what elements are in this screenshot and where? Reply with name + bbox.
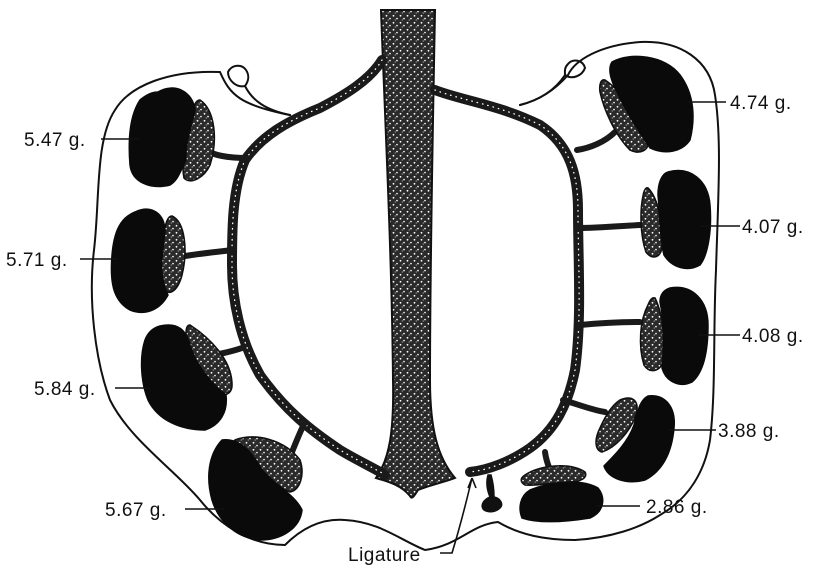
weight-label-left-1: 5.47 g.	[24, 130, 86, 151]
ligature-label: Ligature	[348, 545, 421, 565]
left-branch-2	[185, 250, 233, 256]
cervix-stalk	[376, 10, 455, 498]
left-conceptus-1	[129, 88, 214, 186]
right-uterine-vessel	[435, 90, 579, 472]
right-fetus-3	[660, 287, 708, 384]
ligature-knot	[482, 475, 501, 512]
weight-label-right-5: 2.86 g.	[646, 497, 708, 518]
right-conceptus-5	[520, 466, 603, 522]
left-conceptus-4	[209, 437, 302, 540]
right-conceptus-2	[641, 171, 710, 269]
right-conceptus-4	[596, 396, 674, 482]
right-fetus-2	[658, 171, 711, 269]
left-branch-4	[292, 422, 305, 452]
weight-label-left-3: 5.84 g.	[34, 379, 96, 400]
right-fetus-5	[520, 482, 603, 522]
weight-label-right-3: 4.08 g.	[742, 326, 804, 347]
left-vessel-texture	[232, 60, 385, 475]
left-conceptus-3	[142, 325, 232, 430]
right-branch-2	[578, 225, 640, 228]
weight-label-left-2: 5.71 g.	[6, 250, 68, 271]
weight-label-right-4: 3.88 g.	[718, 421, 780, 442]
left-fetus-2	[111, 209, 168, 312]
weight-label-right-2: 4.07 g.	[742, 217, 804, 238]
left-conceptus-2	[111, 209, 185, 312]
right-ovary	[520, 61, 585, 105]
weight-label-right-1: 4.74 g.	[730, 93, 792, 114]
right-conceptus-1	[600, 56, 693, 152]
leader-ligature	[440, 478, 476, 553]
weight-label-left-4: 5.67 g.	[105, 500, 167, 521]
right-branch-3	[580, 322, 640, 325]
right-conceptus-3	[641, 287, 708, 384]
left-uterine-vessel	[232, 60, 385, 475]
right-branch-1	[577, 132, 615, 150]
